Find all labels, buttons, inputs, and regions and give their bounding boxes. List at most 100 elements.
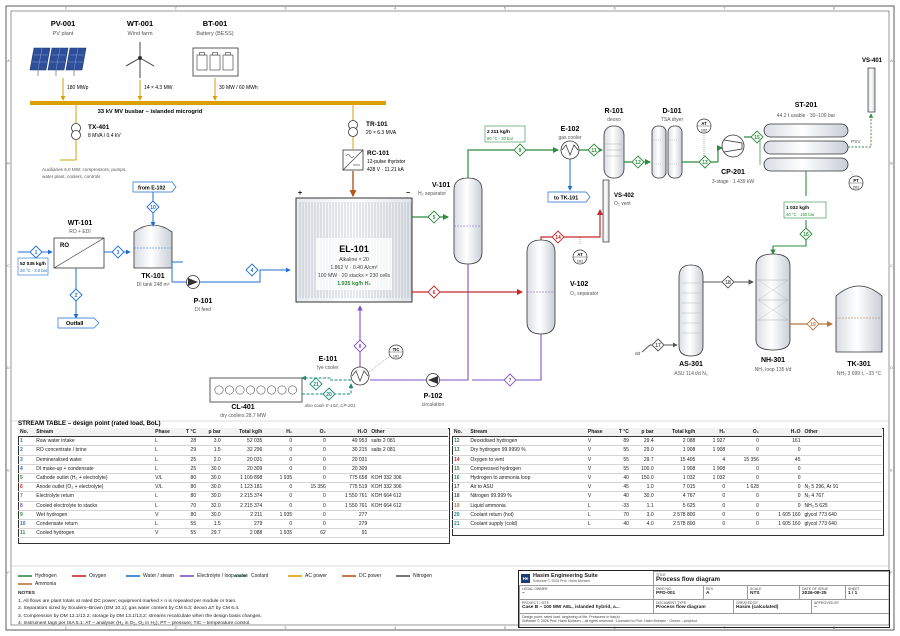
table-cell: Cooled hydrogen bbox=[34, 528, 154, 539]
table-cell: 15 356 bbox=[294, 482, 328, 493]
pv-name: PV plant bbox=[53, 31, 74, 37]
tic101-instrument: TIC 101 bbox=[368, 344, 404, 373]
stream-badge-number: 16 bbox=[803, 232, 809, 238]
v102-tag: V-102 bbox=[570, 281, 588, 288]
table-cell: 20 309 bbox=[327, 464, 370, 475]
el101-electrolyser: + − EL-101 Alkaline × 20 1.862 V · 0.40 … bbox=[295, 190, 413, 303]
grid-row-label: F bbox=[890, 570, 893, 575]
stream-badge-19: 19 bbox=[806, 317, 820, 331]
table-cell: 2 bbox=[18, 445, 35, 456]
as301-asu: AS-301 ASU 114 t/d N₂ bbox=[674, 264, 708, 377]
table-cell: 29.7 bbox=[198, 528, 223, 539]
table-cell: 30.0 bbox=[198, 473, 223, 484]
rc101-tag: RC-101 bbox=[367, 150, 390, 157]
table-cell: glycol 773 640 bbox=[802, 510, 882, 521]
table-cell: 2 211 bbox=[222, 510, 265, 521]
table-cell: L bbox=[585, 519, 611, 530]
table-cell: 49 953 bbox=[327, 436, 370, 447]
bt-tag: BT-001 bbox=[203, 19, 228, 28]
table-cell: 18 bbox=[452, 491, 469, 502]
grid-row-label: D bbox=[7, 365, 10, 370]
tx401-aux-line2: water plant, coolers, controls bbox=[42, 174, 101, 179]
table-cell: salts 2 081 bbox=[369, 436, 448, 447]
stream-badge-12: 12 bbox=[631, 155, 645, 169]
scale: NTS bbox=[750, 591, 760, 596]
table-header-cell: p bar bbox=[630, 428, 656, 438]
table-cell: 6 bbox=[18, 482, 35, 493]
at1-letters: AT bbox=[577, 252, 583, 257]
vs402-tag: VS-402 bbox=[614, 193, 635, 199]
tx401-transformer: TX-401 8 MVA / 0.4 kV Auxiliaries 6.0 MW… bbox=[42, 105, 126, 179]
gas-conditions: 80 °C · 30 bar bbox=[487, 136, 514, 141]
legend-label: Electrolyte / loop water bbox=[197, 572, 248, 579]
grid-col-label: 3 bbox=[284, 6, 287, 11]
table-cell: 4 bbox=[697, 455, 728, 465]
table-cell: V bbox=[585, 436, 611, 447]
created-by: Hasim (calculated) bbox=[736, 605, 779, 610]
stream-badge-17: 17 bbox=[651, 338, 665, 352]
stream-table-title: STREAM TABLE – design point (rated load,… bbox=[18, 420, 161, 427]
table-header-cell: No. bbox=[452, 428, 469, 438]
feed-conditions: 28 °C · 3.0 bar bbox=[20, 268, 48, 273]
stream-badge-20: 20 bbox=[322, 387, 336, 401]
table-cell: N₂ 4 767 bbox=[802, 491, 882, 502]
table-cell: 40 bbox=[610, 491, 631, 502]
el101-tag: EL-101 bbox=[339, 244, 369, 254]
mv-busbar bbox=[30, 101, 386, 105]
tk301-desc: NH₃ 3 699 t, −33 °C bbox=[837, 371, 882, 377]
table-cell: 25 bbox=[178, 464, 199, 475]
table-cell: 4 bbox=[18, 464, 35, 475]
created-label: CREATED BY bbox=[736, 601, 759, 605]
table-cell: 40 bbox=[610, 519, 631, 530]
stream-badge-number: 8 bbox=[359, 344, 362, 350]
storage-flow: 1 032 kg/h bbox=[786, 205, 809, 211]
table-cell: 0 bbox=[760, 473, 803, 484]
table-cell: 29.0 bbox=[630, 445, 656, 456]
p102-desc: circulation bbox=[422, 402, 445, 408]
table-cell: 775 519 bbox=[327, 482, 370, 493]
table-cell: 0 bbox=[264, 445, 295, 456]
table-cell: 20 031 bbox=[327, 455, 370, 465]
table-cell: 0 bbox=[727, 464, 761, 475]
table-cell: KOH 664 612 bbox=[369, 501, 448, 511]
inner-frame bbox=[10, 10, 890, 626]
wt-tag: WT-001 bbox=[127, 19, 153, 28]
table-cell: 4 767 bbox=[655, 491, 698, 502]
note-1: 1. All flows are plant totals at rated D… bbox=[18, 598, 237, 604]
stream-badge-number: 19 bbox=[810, 322, 816, 328]
table-cell: 7 bbox=[18, 491, 35, 502]
table-cell: -33 bbox=[610, 501, 631, 511]
table-cell: 0 bbox=[697, 519, 728, 530]
table-cell: 279 bbox=[222, 519, 265, 530]
table-cell: 1 605 160 bbox=[760, 519, 803, 530]
stream-badge-8: 8 bbox=[353, 339, 367, 353]
tk301-tag: TK-301 bbox=[847, 361, 870, 368]
stream-badge-14: 14 bbox=[551, 230, 565, 244]
table-cell: 1 109 898 bbox=[222, 473, 265, 484]
wt101-water-treatment: WT-101 RO + EDI RO bbox=[53, 220, 105, 269]
feed-flow: 52 035 kg/h bbox=[20, 261, 46, 267]
gas-flow: 2 211 kg/h bbox=[487, 129, 510, 135]
as301-tag: AS-301 bbox=[679, 361, 703, 368]
table-cell: 0 bbox=[760, 445, 803, 456]
wind-farm: WT-001 Wind farm 14 × 4.3 MW bbox=[125, 19, 173, 101]
table-header-cell: Total kg/h bbox=[655, 428, 698, 438]
table-cell: 80 bbox=[178, 473, 199, 484]
table-cell: 1 908 bbox=[655, 445, 698, 456]
el101-line2: 1.862 V · 0.40 A/cm² bbox=[330, 265, 378, 271]
table-cell: RO concentrate / brine bbox=[34, 445, 154, 456]
d101-desc: TSA dryer bbox=[661, 117, 684, 123]
grid-row-label: B bbox=[890, 161, 893, 166]
stream-badge-number: 10 bbox=[150, 205, 156, 211]
table-cell bbox=[369, 528, 448, 539]
table-header-cell: Other bbox=[802, 428, 882, 438]
